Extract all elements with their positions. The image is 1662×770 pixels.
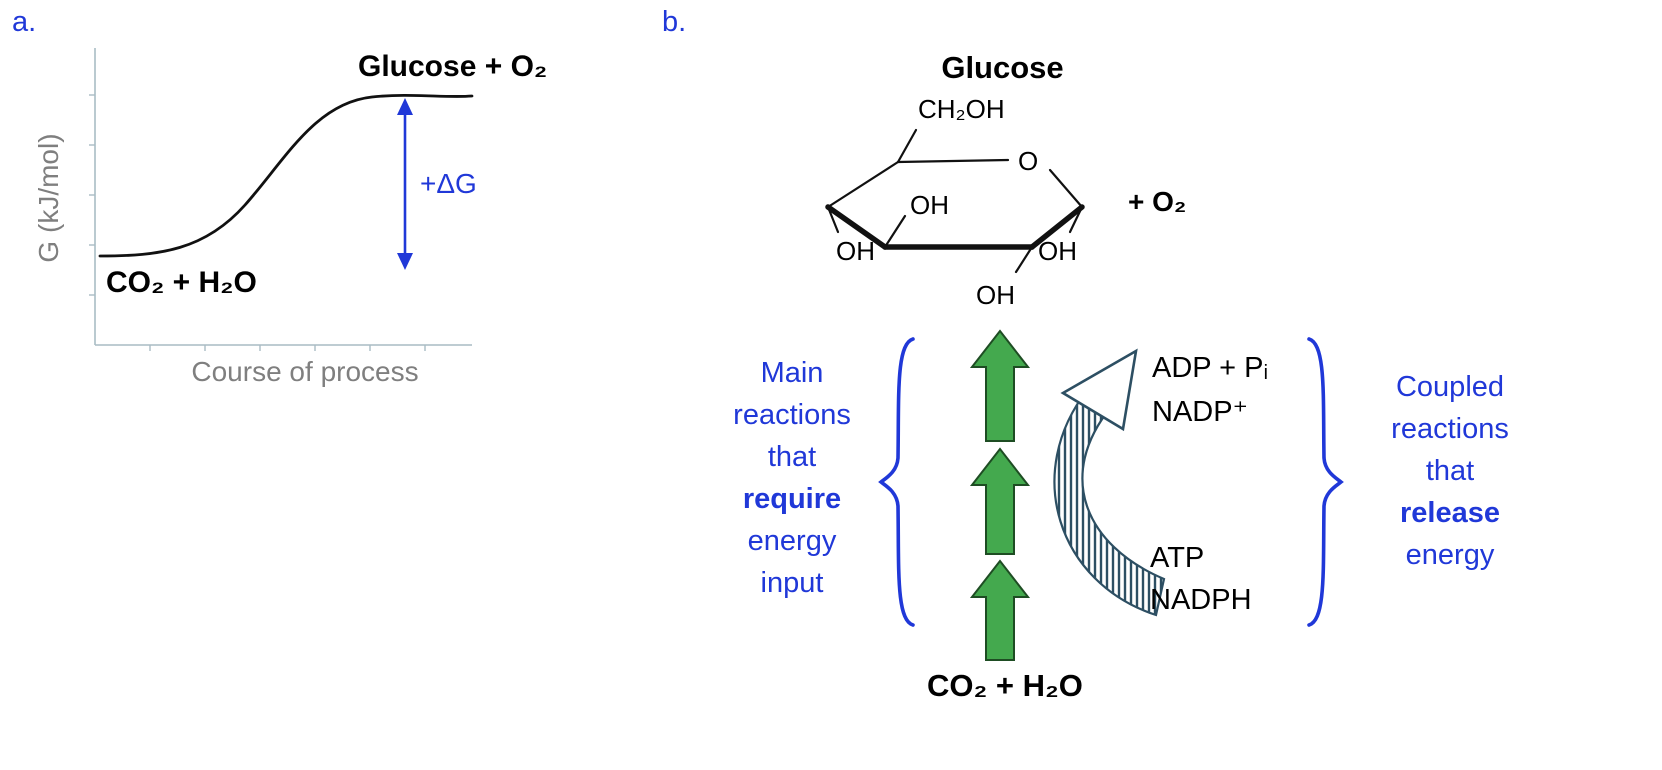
oh-bottom-label: OH [976, 280, 1015, 310]
caption-line: that [1425, 455, 1475, 487]
panel-b-label: b. [662, 6, 687, 38]
require-energy-caption: Main reactions that require energy input [698, 352, 886, 604]
free-energy-graph [89, 48, 474, 351]
release-energy-caption: Coupled reactions that release energy [1350, 366, 1550, 576]
coupled-arrow-head [1060, 348, 1138, 432]
ch2oh-label: CH₂OH [918, 94, 1005, 124]
delta-g-arrow [397, 98, 413, 270]
green-arrow-bottom [969, 559, 1031, 661]
caption-line-release: release [1400, 497, 1500, 529]
panel-a-label: a. [12, 6, 37, 38]
green-arrow-middle [969, 447, 1031, 555]
adp-pi-label: ADP + Pᵢ [1152, 352, 1269, 384]
caption-line: energy [747, 525, 837, 557]
main-reaction-arrows [969, 329, 1031, 661]
caption-line-require: require [742, 483, 842, 515]
x-axis-title: Course of process [191, 356, 419, 387]
y-axis-ticks [89, 94, 95, 296]
reactants-label: CO₂ + H₂O [106, 266, 257, 299]
caption-line: Main [760, 357, 824, 389]
oh-right-label: OH [1038, 236, 1077, 266]
nadp-label: NADP⁺ [1152, 396, 1248, 428]
glucose-structure [825, 128, 1085, 274]
ring-oxygen-label: O [1018, 146, 1039, 176]
left-brace [878, 337, 915, 627]
coupled-arrow-band [1053, 387, 1166, 617]
glucose-ring [825, 158, 1085, 250]
substituent-bonds [826, 128, 1084, 274]
x-axis-ticks [149, 345, 426, 351]
right-brace [1307, 337, 1344, 627]
y-axis-title: G (kJ/mol) [33, 133, 64, 263]
caption-line: reactions [733, 399, 851, 431]
caption-line: energy [1405, 539, 1495, 571]
oh-top-label: OH [910, 190, 949, 220]
caption-line: Coupled [1395, 371, 1505, 403]
co2-h2o-bottom-label: CO₂ + H₂O [927, 668, 1083, 703]
oh-left-label: OH [836, 236, 875, 266]
caption-line: that [767, 441, 817, 473]
energy-curve [98, 94, 474, 258]
green-arrow-top [969, 329, 1031, 442]
plus-o2-label: + O₂ [1128, 186, 1187, 217]
caption-line: input [760, 567, 824, 599]
delta-g-label: +ΔG [420, 168, 477, 199]
glucose-title: Glucose [941, 50, 1064, 85]
coupled-reaction-arrow [1053, 348, 1166, 617]
products-label: Glucose + O₂ [358, 50, 548, 83]
atp-label: ATP [1150, 542, 1205, 574]
caption-line: reactions [1391, 413, 1509, 445]
nadph-label: NADPH [1150, 584, 1252, 616]
